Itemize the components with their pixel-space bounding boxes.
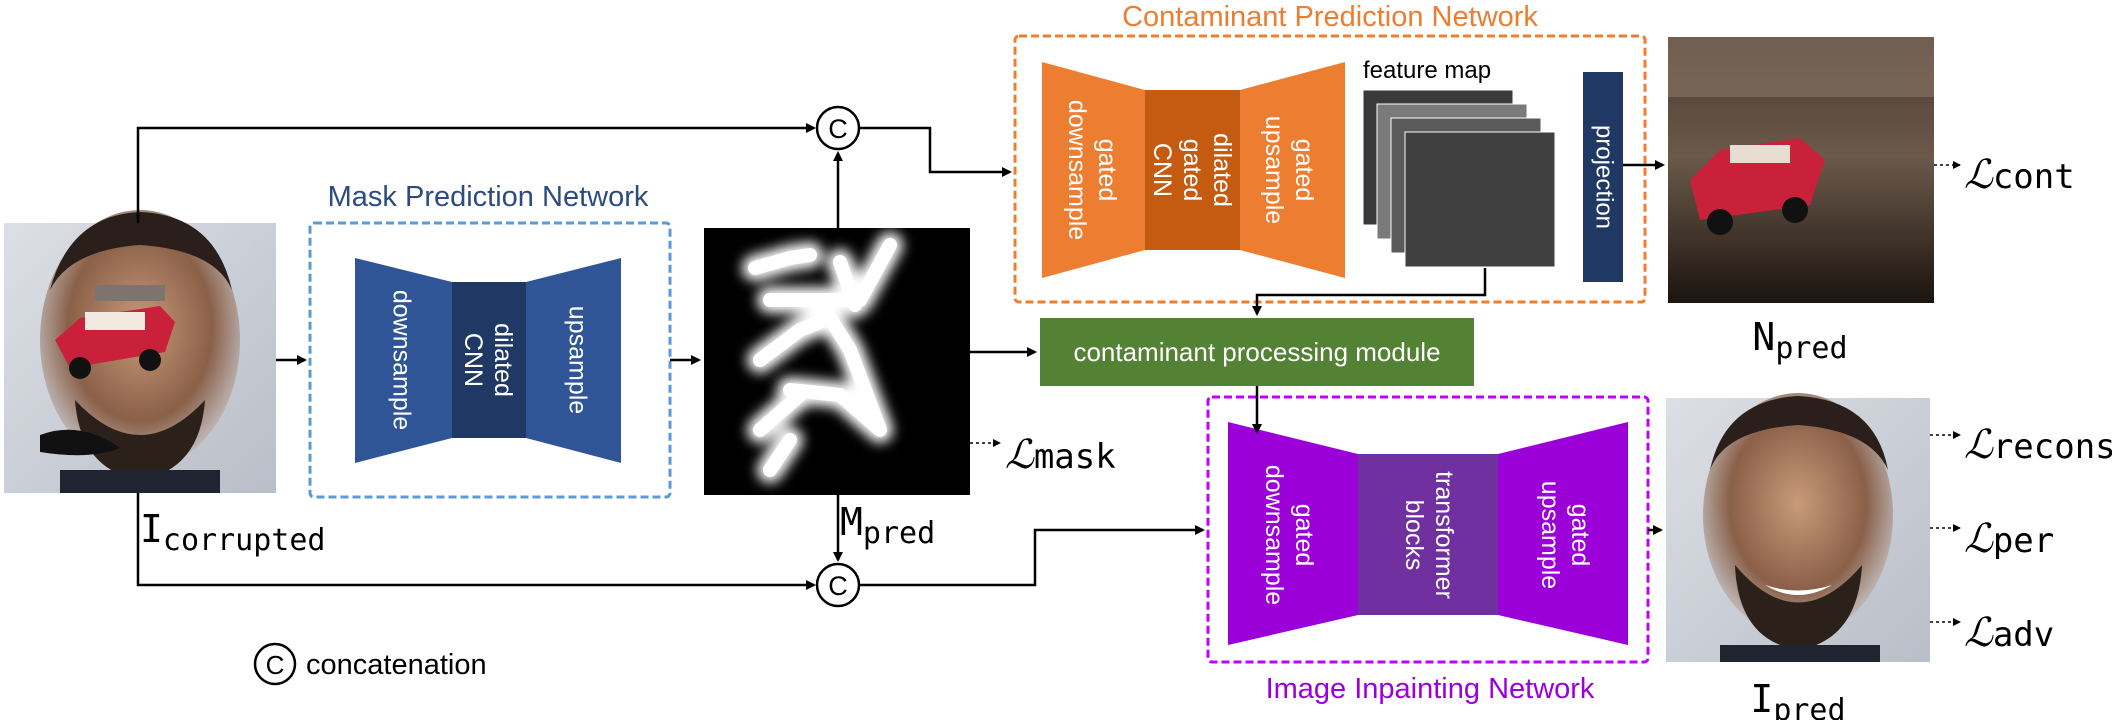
loss-mask: ℒmask — [970, 432, 1116, 478]
inpainting-downsample-label: gateddownsample — [1260, 465, 1318, 605]
concat-node-top: C — [815, 105, 861, 151]
contaminant-network-title: Contaminant Prediction Network — [1122, 1, 1538, 33]
connectors — [136, 123, 1665, 590]
inpainting-transformer-block — [1358, 454, 1498, 615]
contaminant-middle-block — [1145, 90, 1240, 250]
svg-text:concatenation: concatenation — [306, 649, 487, 681]
mask-upsample-block — [526, 258, 621, 463]
svg-text:C: C — [828, 114, 848, 144]
inpainting-downsample-block — [1228, 422, 1358, 645]
i-pred-image — [1666, 393, 1930, 662]
svg-text:ℒrecons: ℒrecons — [1964, 422, 2112, 468]
svg-text:ℒper: ℒper — [1964, 516, 2054, 562]
contaminant-upsample-block — [1240, 62, 1345, 278]
contaminant-middle-label: dilatedgatedCNN — [1148, 133, 1236, 207]
loss-adv: ℒadv — [1930, 610, 2054, 656]
inpainting-network-title: Image Inpainting Network — [1266, 673, 1595, 705]
svg-text:ℒmask: ℒmask — [1005, 432, 1116, 478]
predicted-mask-image — [704, 228, 970, 495]
svg-text:C: C — [266, 650, 285, 680]
contaminant-downsample-label: gateddownsample — [1063, 100, 1121, 240]
contaminant-network-frame — [1013, 34, 1647, 304]
inpainting-upsample-label: gatedupsample — [1536, 481, 1594, 589]
mask-downsample-label: downsample — [387, 290, 415, 430]
mask-dilated-cnn-label: dilatedCNN — [459, 323, 517, 397]
contaminant-processing-module — [1040, 318, 1474, 386]
svg-text:ℒadv: ℒadv — [1964, 610, 2054, 656]
mask-dilated-cnn-block — [452, 282, 526, 438]
mask-downsample-block — [355, 258, 452, 463]
contaminant-processing-label: contaminant processing module — [1073, 337, 1440, 367]
feature-map-label: feature map — [1363, 57, 1491, 84]
feature-map-stack — [1362, 89, 1556, 268]
mask-network-frame — [308, 221, 672, 499]
label-m-pred: Mpred — [840, 500, 935, 551]
loss-cont: ℒcont — [1934, 152, 2075, 198]
contaminant-downsample-block — [1042, 62, 1145, 278]
label-i-pred: Ipred — [1750, 677, 1845, 720]
inpainting-upsample-block — [1498, 422, 1628, 645]
projection-label: projection — [1591, 125, 1618, 229]
corrupted-input-image — [4, 210, 276, 493]
label-n-pred: Npred — [1752, 315, 1847, 366]
n-pred-image — [1668, 37, 1934, 303]
concat-node-bottom: C — [815, 562, 861, 608]
loss-per: ℒper — [1930, 516, 2054, 562]
projection-block — [1583, 72, 1623, 282]
contaminant-upsample-label: gatedupsample — [1260, 116, 1318, 224]
inpainting-transformer-label: transformerblocks — [1400, 471, 1458, 599]
mask-network-title: Mask Prediction Network — [328, 181, 649, 213]
svg-text:ℒcont: ℒcont — [1964, 152, 2075, 198]
mask-upsample-label: upsample — [563, 306, 591, 414]
concatenation-legend: C concatenation — [253, 642, 487, 686]
label-i-corrupted: Icorrupted — [140, 507, 325, 558]
loss-recons: ℒrecons — [1930, 422, 2112, 468]
svg-text:C: C — [828, 571, 848, 601]
